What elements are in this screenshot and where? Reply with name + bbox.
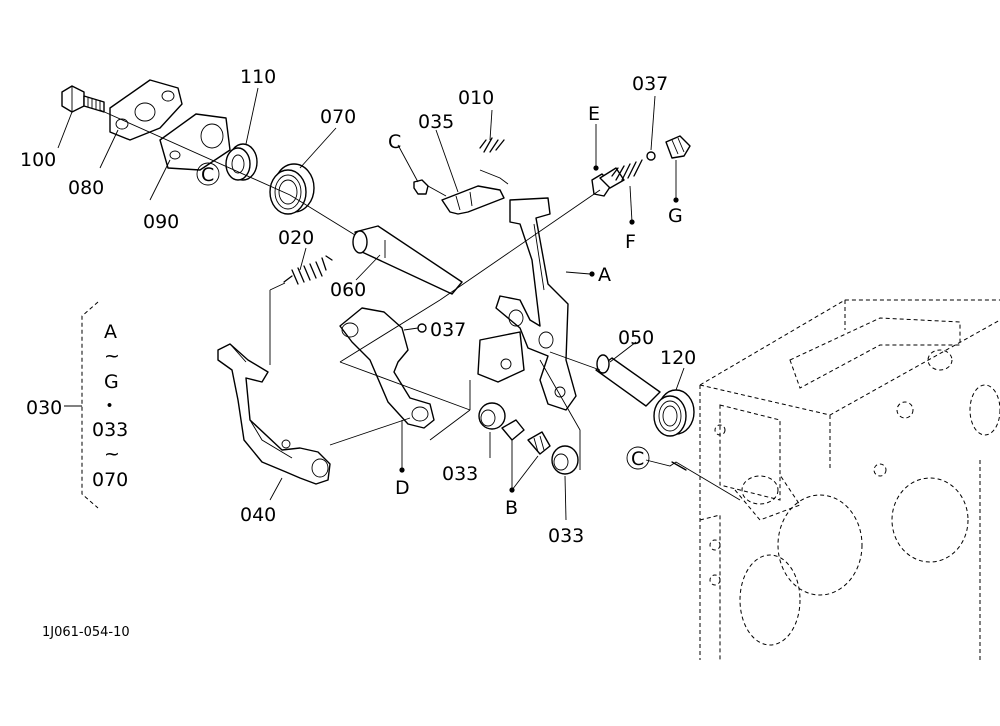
label-g: G	[668, 205, 683, 227]
label-110: 110	[240, 66, 276, 88]
label-b: B	[505, 497, 518, 519]
pin-b-2	[527, 431, 551, 455]
bolt-c	[413, 179, 447, 197]
bushing-033-left	[478, 402, 506, 430]
label-033-right: 033	[548, 525, 584, 547]
label-030: 030	[26, 397, 62, 419]
group-bracket-030	[64, 301, 99, 509]
label-037-top: 037	[632, 73, 668, 95]
label-035: 035	[418, 111, 454, 133]
group-line-2: G	[104, 371, 119, 393]
group-sep-2: ・	[100, 395, 119, 417]
plate-090	[159, 113, 231, 171]
label-050: 050	[618, 327, 654, 349]
label-033-left: 033	[442, 463, 478, 485]
spring-020	[269, 255, 333, 365]
lever-040	[217, 343, 331, 485]
label-f: F	[625, 231, 636, 253]
sleeve-050	[595, 354, 661, 407]
spring-f	[611, 159, 643, 181]
label-080: 080	[68, 177, 104, 199]
plug-g	[665, 135, 691, 159]
label-120: 120	[660, 347, 696, 369]
group-line-3: 033	[92, 419, 128, 441]
pin-b-1	[501, 419, 525, 441]
ball-037	[646, 151, 656, 161]
label-010: 010	[458, 87, 494, 109]
label-c-1: C	[201, 164, 214, 186]
label-e: E	[588, 103, 600, 125]
label-040: 040	[240, 504, 276, 526]
spring-010	[479, 137, 505, 153]
seal-110	[225, 143, 258, 181]
label-d: D	[395, 477, 410, 499]
label-c-3: C	[631, 448, 644, 470]
label-090: 090	[143, 211, 179, 233]
bearing-120	[653, 389, 695, 437]
group-line-1: A	[104, 321, 117, 343]
arm-d	[329, 299, 471, 446]
clip-035	[441, 169, 509, 215]
drawing-code: 1J061-054-10	[42, 625, 130, 640]
engine-block	[699, 299, 1000, 660]
label-060: 060	[330, 279, 366, 301]
bracket-a	[429, 197, 577, 441]
label-a: A	[598, 264, 611, 286]
pin-e	[591, 167, 625, 197]
label-c-2: C	[388, 131, 401, 153]
bushing-033-right	[551, 445, 579, 475]
part-labels: 100 080 090 110 070 C 020 060 C 035 010 …	[20, 66, 696, 640]
label-070-bearing: 070	[320, 106, 356, 128]
gasket-080	[109, 79, 183, 141]
group-line-4: 070	[92, 469, 128, 491]
group-sep-3: ~	[104, 443, 120, 465]
label-037-mid: 037	[430, 319, 466, 341]
leader-lines	[57, 87, 741, 521]
bolt-100	[61, 85, 105, 113]
label-020: 020	[278, 227, 314, 249]
label-100: 100	[20, 149, 56, 171]
group-sep-1: ~	[104, 345, 120, 367]
shaft-060	[352, 225, 463, 295]
